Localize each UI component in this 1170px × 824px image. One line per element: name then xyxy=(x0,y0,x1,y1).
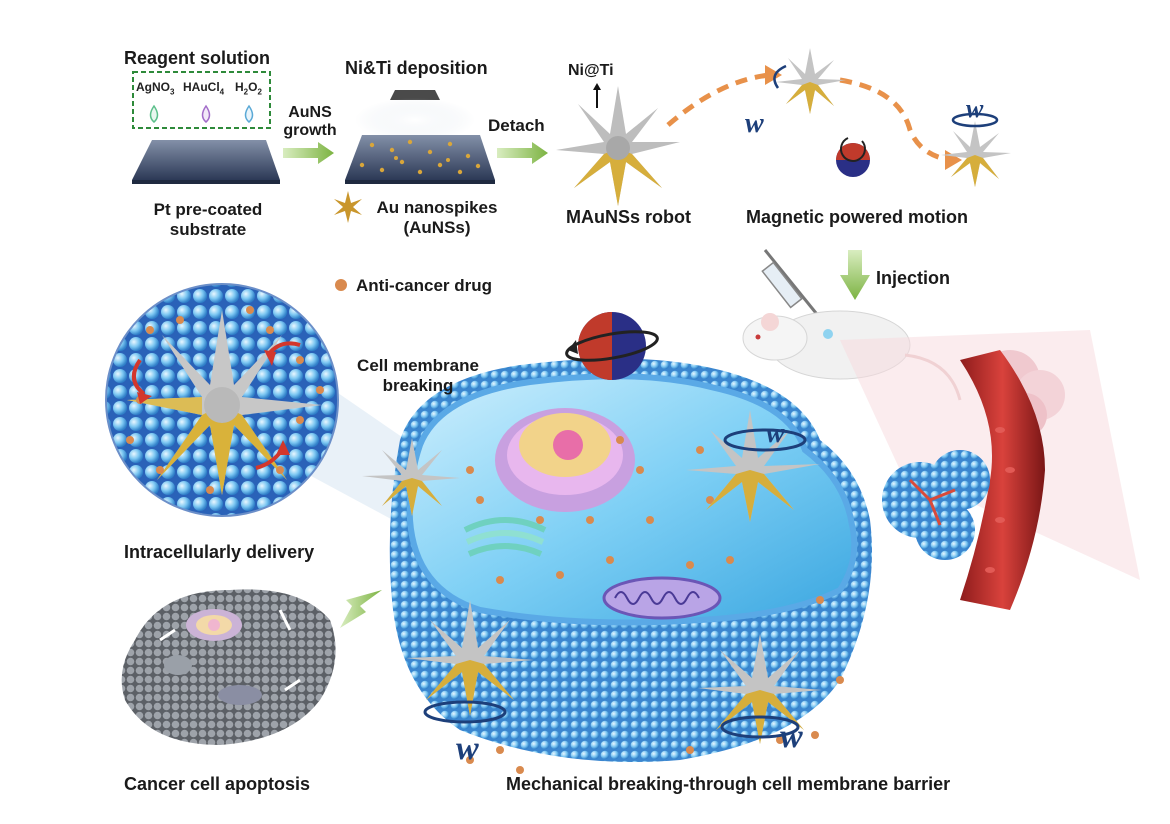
motion-label: Magnetic powered motion xyxy=(746,207,969,227)
reagent-box xyxy=(132,71,271,129)
omega-symbol-2: w xyxy=(966,94,984,123)
niti-label: Ni@Ti xyxy=(568,62,614,79)
omega-symbol-1: w xyxy=(745,108,764,139)
cell-robot-left-icon xyxy=(362,438,460,516)
zoom-drug-dots xyxy=(126,306,324,494)
deposition-source xyxy=(390,90,440,100)
cancer-cell xyxy=(389,358,872,774)
surface-nanospikes xyxy=(359,139,481,175)
motion-robot-1-icon xyxy=(776,48,846,114)
droplet-agno3-icon xyxy=(149,104,159,123)
detach-arrow xyxy=(497,142,548,164)
mechanical-label: Mechanical breaking-through cell membran… xyxy=(506,774,951,794)
auns-growth-label: AuNS growth xyxy=(283,104,337,140)
nanospikes-label: Au nanospikes (AuNSs) xyxy=(376,198,498,237)
apoptosis-label: Cancer cell apoptosis xyxy=(124,774,311,794)
zoom-robot-icon xyxy=(127,310,322,495)
cell-robot-bottom-left-icon xyxy=(406,600,534,716)
drug-label: Anti-cancer drug xyxy=(356,276,493,295)
robot-label: MAuNSs robot xyxy=(566,207,691,227)
pt-substrate xyxy=(132,140,280,180)
substrate-label: Pt pre-coated substrate xyxy=(153,200,263,239)
blood-vessel xyxy=(960,350,1045,610)
apoptosis-arrow xyxy=(340,590,382,628)
au-nanospike-icon xyxy=(334,191,362,223)
reagent-title: Reagent solution xyxy=(124,48,271,68)
membrane-breaking-label: Cell membrane breaking xyxy=(357,356,479,395)
drug-legend-dot xyxy=(335,279,347,291)
reagent-h2o2: H2O2 xyxy=(235,80,262,97)
motion-path-2 xyxy=(839,77,951,163)
magnet-sphere-large-icon xyxy=(565,312,659,380)
droplet-h2o2-icon xyxy=(244,104,254,123)
reagent-haucl4: HAuCl4 xyxy=(183,80,225,97)
droplet-haucl4-icon xyxy=(201,104,211,123)
mauns-robot-icon xyxy=(556,86,680,206)
deposition-label: Ni&Ti deposition xyxy=(345,58,488,78)
motion-robot-2-icon xyxy=(941,121,1011,187)
magnet-sphere-small-icon xyxy=(836,137,870,177)
cell-robot-right-icon xyxy=(686,410,820,522)
detach-label: Detach xyxy=(488,116,545,135)
omega-symbol-4: w xyxy=(456,730,479,767)
injection-label: Injection xyxy=(876,268,951,288)
omega-symbol-5: w xyxy=(780,718,803,755)
apoptosis-cell xyxy=(121,589,336,745)
omega-symbol-3: w xyxy=(766,418,785,449)
tumor-cluster xyxy=(882,450,990,560)
delivery-label: Intracellularly delivery xyxy=(124,542,315,562)
growth-arrow xyxy=(283,142,334,164)
motion-path-1 xyxy=(666,72,771,127)
injection-arrow xyxy=(840,250,870,300)
reagent-agno3: AgNO3 xyxy=(136,80,175,97)
